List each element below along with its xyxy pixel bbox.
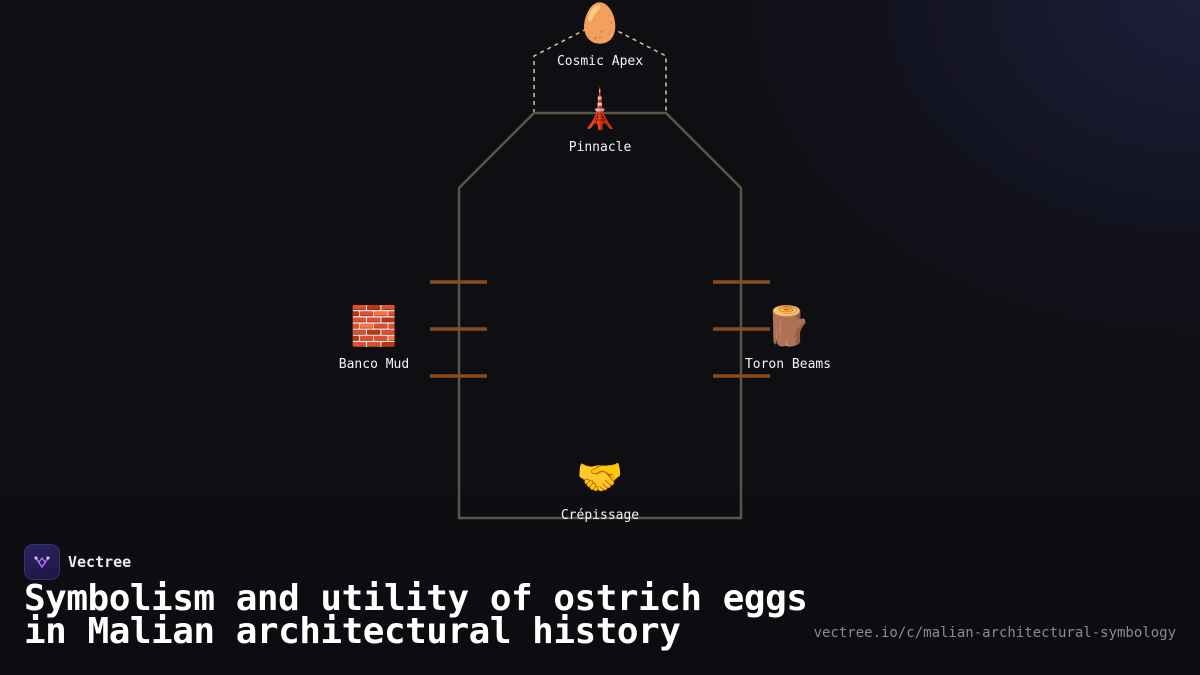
building-outline — [457, 111, 743, 520]
node-label: Cosmic Apex — [556, 54, 644, 69]
brand[interactable]: Vectree — [24, 544, 131, 580]
vectree-logo-icon — [24, 544, 60, 580]
wood-log-icon: 🪵 — [764, 304, 812, 348]
node-label: Crépissage — [560, 508, 640, 523]
node-banco-mud[interactable]: 🧱 Banco Mud — [294, 303, 454, 372]
node-toron-beams[interactable]: 🪵 Toron Beams — [708, 303, 868, 372]
brick-icon: 🧱 — [350, 304, 398, 348]
brand-name: Vectree — [68, 553, 132, 571]
node-cosmic-apex[interactable]: 🥚 Cosmic Apex — [520, 0, 680, 69]
node-pinnacle[interactable]: 🗼 Pinnacle — [520, 86, 680, 155]
node-label: Banco Mud — [338, 357, 410, 372]
egg-icon: 🥚 — [576, 1, 624, 45]
node-label: Toron Beams — [744, 357, 832, 372]
apex-dashed-outline — [533, 21, 667, 113]
node-crepissage[interactable]: 🤝 Crépissage — [520, 454, 680, 523]
tower-icon: 🗼 — [576, 87, 624, 131]
source-url[interactable]: vectree.io/c/malian-architectural-symbol… — [813, 625, 1176, 641]
handshake-icon: 🤝 — [576, 455, 624, 499]
page-title: Symbolism and utility of ostrich eggs in… — [24, 578, 808, 652]
node-label: Pinnacle — [568, 140, 632, 155]
